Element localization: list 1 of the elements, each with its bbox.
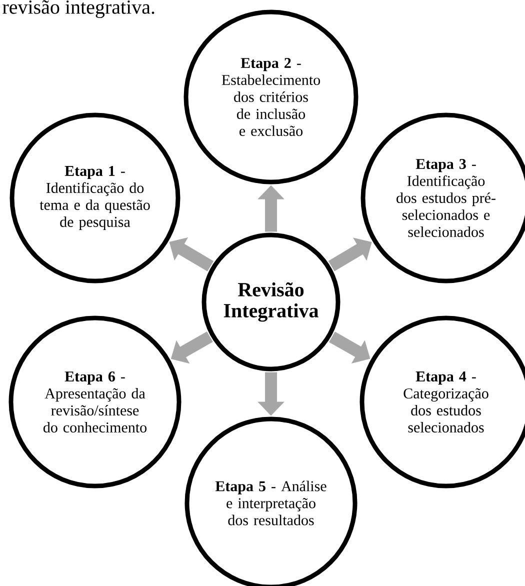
caption-text: revisão integrativa.: [2, 0, 154, 18]
